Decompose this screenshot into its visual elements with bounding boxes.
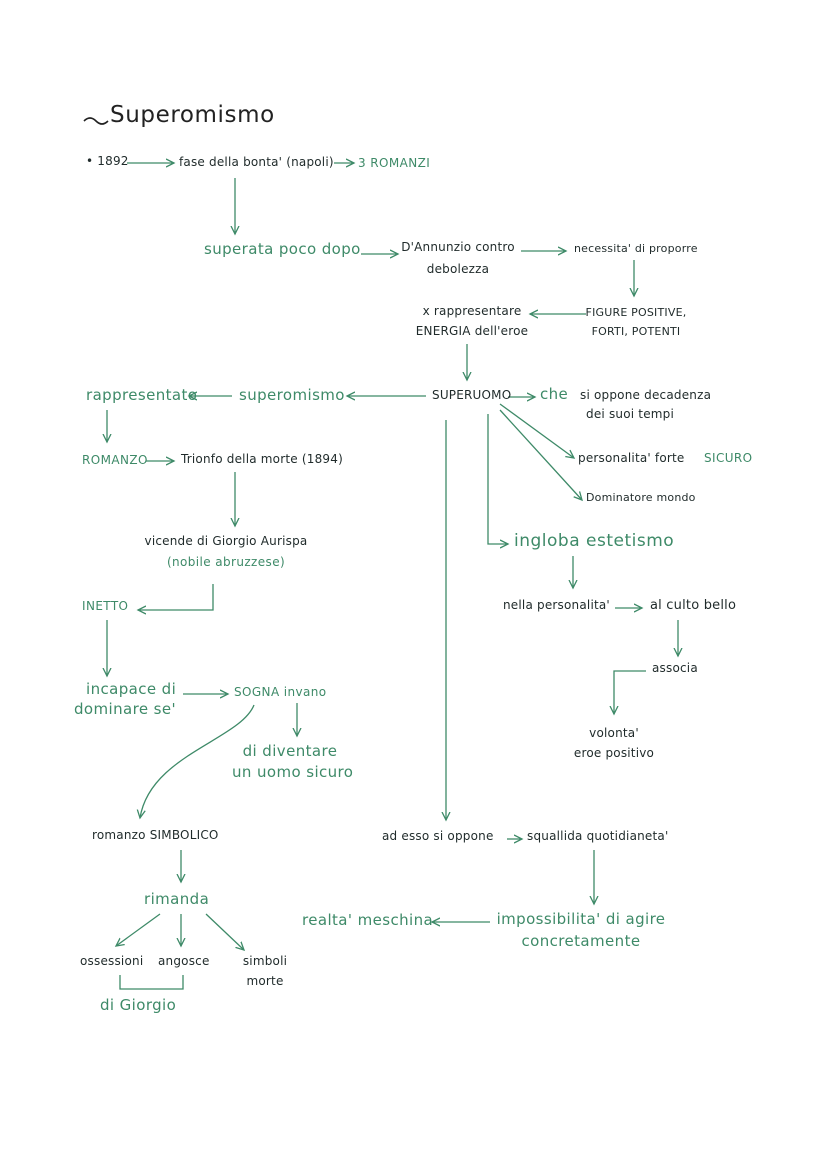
node-superomismo: superomismo <box>239 386 345 404</box>
node-inetto: INETTO <box>82 599 129 613</box>
node-sogna: SOGNA invano <box>234 685 327 699</box>
node-associa: associa <box>652 661 698 675</box>
node-di-giorgio: di Giorgio <box>100 996 177 1014</box>
node-year-1892: • 1892 <box>86 154 129 168</box>
node-simboli-1: simboli <box>242 954 288 968</box>
node-rappresentato: rappresentato <box>86 386 198 404</box>
node-romanzo-simbolico: romanzo SIMBOLICO <box>92 828 219 842</box>
node-ingloba: ingloba estetismo <box>514 531 675 551</box>
node-diventare-2: un uomo sicuro <box>232 763 354 781</box>
node-vicende-1: vicende di Giorgio Aurispa <box>144 534 308 548</box>
node-si-oppone-1: si oppone decadenza <box>580 388 712 402</box>
node-tre-romanzi: 3 ROMANZI <box>358 156 431 170</box>
node-vicende-2: (nobile abruzzese) <box>166 555 286 569</box>
node-angosce: angosce <box>158 954 210 968</box>
node-rappresentare-2: ENERGIA dell'eroe <box>415 324 529 338</box>
node-impossibilita-1: impossibilita' di agire <box>496 910 666 928</box>
node-rappresentare-1: x rappresentare <box>422 304 522 318</box>
node-personalita-forte: personalita' forte <box>578 451 685 465</box>
node-rimanda: rimanda <box>144 890 210 908</box>
node-figure-1: FIGURE POSITIVE, <box>585 306 687 319</box>
node-realta: realta' meschina <box>302 911 434 929</box>
node-volonta-2: eroe positivo <box>573 746 655 760</box>
page-title: Superomismo <box>110 102 275 128</box>
node-dannunzio-1: D'Annunzio contro <box>401 240 515 254</box>
node-impossibilita-2: concretamente <box>521 932 641 950</box>
node-simboli-2: morte <box>246 974 284 988</box>
node-trionfo: Trionfo della morte (1894) <box>181 452 343 466</box>
node-necessita: necessita' di proporre <box>574 242 698 255</box>
node-ossessioni: ossessioni <box>80 954 144 968</box>
node-culto: al culto bello <box>650 598 737 613</box>
node-superata: superata poco dopo <box>204 240 361 258</box>
node-superuomo: SUPERUOMO <box>432 388 512 402</box>
node-romanzo: ROMANZO <box>82 453 148 467</box>
node-adesso: ad esso si oppone <box>382 829 494 843</box>
node-sicuro: SICURO <box>704 451 753 465</box>
node-si-oppone-2: dei suoi tempi <box>586 407 675 421</box>
node-dannunzio-2: debolezza <box>426 262 490 276</box>
node-fase-bonta: fase della bonta' (napoli) <box>179 155 334 169</box>
node-incapace-2: dominare se' <box>74 700 176 718</box>
node-volonta-1: volonta' <box>589 726 639 740</box>
node-diventare-1: di diventare <box>242 742 338 760</box>
node-nella-personalita: nella personalita' <box>503 598 610 612</box>
node-dominatore: Dominatore mondo <box>586 491 696 504</box>
node-che: che <box>540 385 569 403</box>
node-incapace-1: incapace di <box>86 680 177 698</box>
node-figure-2: FORTI, POTENTI <box>591 325 681 338</box>
node-squallida: squallida quotidianeta' <box>527 829 669 843</box>
